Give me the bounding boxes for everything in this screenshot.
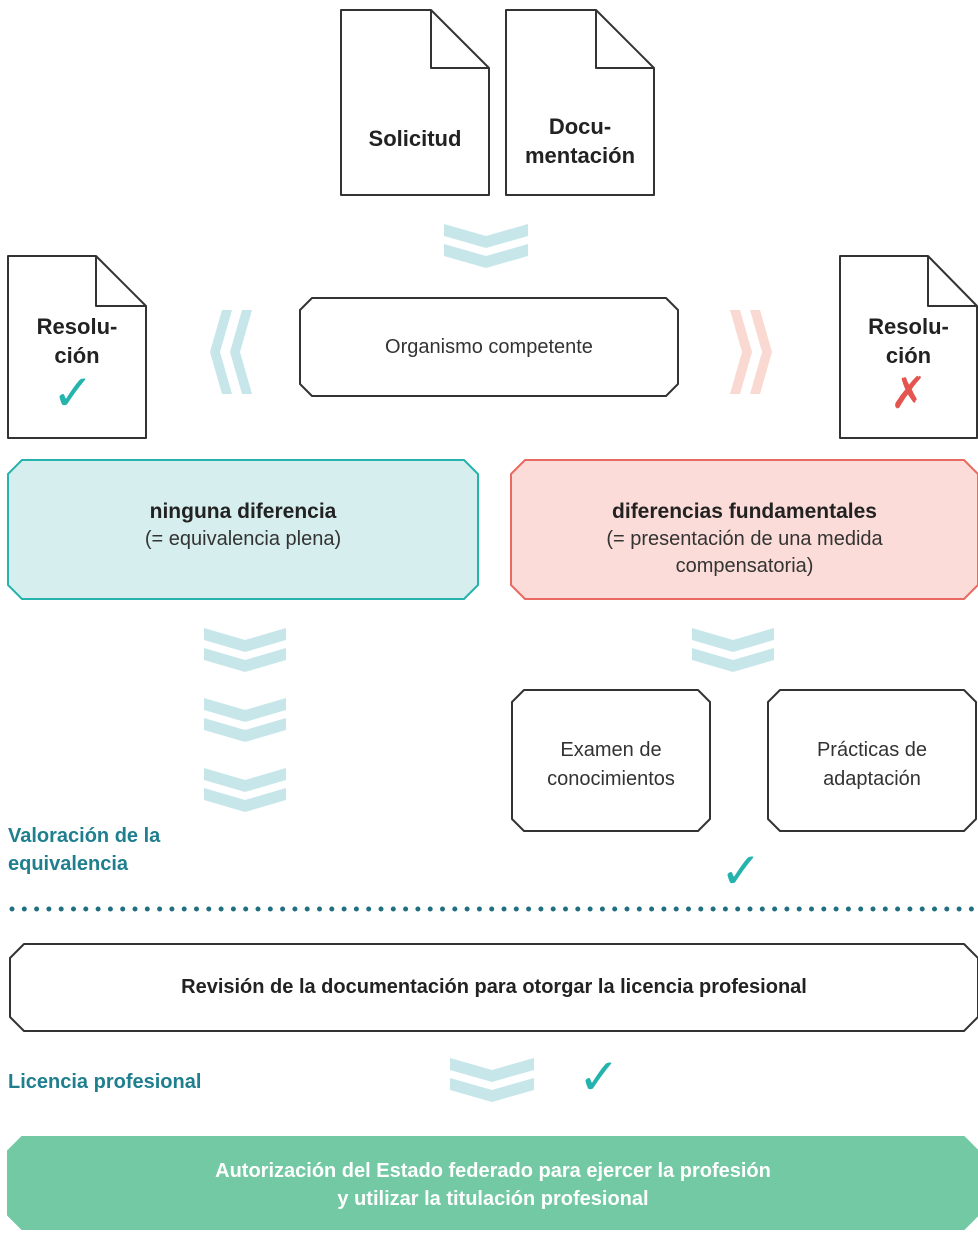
examen-label: Examen de conocimientos xyxy=(512,736,710,794)
check-icon: ✓ xyxy=(578,1048,620,1106)
arrow-down-icon xyxy=(692,628,774,672)
examen-line2: conocimientos xyxy=(547,768,675,790)
ninguna-label: ninguna diferencia (= equivalencia plena… xyxy=(8,498,478,553)
licencia-label: Licencia profesional xyxy=(8,1071,202,1093)
valoracion-line1: Valoración de la xyxy=(8,825,161,847)
resolucion-right-document-icon xyxy=(839,255,978,439)
arrow-down-icon xyxy=(204,768,286,812)
cross-icon: ✗ xyxy=(890,368,927,419)
check-icon: ✓ xyxy=(720,842,762,900)
ninguna-subtitle: (= equivalencia plena) xyxy=(144,528,342,550)
documentacion-label: Docu- mentación xyxy=(506,112,654,170)
valoracion-label: Valoración de la equivalencia xyxy=(8,822,160,878)
resolucion-left-document-icon xyxy=(7,255,147,439)
arrow-down-icon xyxy=(204,698,286,742)
documentacion-document-icon xyxy=(505,9,655,196)
autorizacion-line1: Autorización del Estado federado para ej… xyxy=(215,1160,771,1182)
arrow-down-icon xyxy=(444,224,528,268)
practicas-line2: adaptación xyxy=(823,768,921,790)
resolucion-left-line2: ción xyxy=(54,343,100,368)
organismo-label: Organismo competente xyxy=(300,298,678,396)
resolucion-right-line1: Resolu- xyxy=(868,314,949,339)
resolucion-left-label: Resolu- ción xyxy=(8,312,146,370)
examen-line1: Examen de xyxy=(560,739,662,761)
valoracion-line2: equivalencia xyxy=(8,853,129,875)
revision-box xyxy=(9,943,978,1032)
documentacion-line1: Docu- xyxy=(548,114,612,139)
documentacion-line2: mentación xyxy=(524,143,636,168)
solicitud-document-icon xyxy=(340,9,490,196)
diferencias-title: diferencias fundamentales xyxy=(612,500,877,523)
diferencias-subtitle-line2: compensatoria) xyxy=(675,555,814,577)
practicas-line1: Prácticas de xyxy=(816,739,928,761)
examen-box xyxy=(511,689,711,832)
autorizacion-label: Autorización del Estado federado para ej… xyxy=(8,1157,978,1213)
revision-text: Revisión de la documentación para otorga… xyxy=(181,976,807,998)
resolucion-left-line1: Resolu- xyxy=(36,314,118,339)
solicitud-text: Solicitud xyxy=(368,125,462,151)
resolucion-right-label: Resolu- ción xyxy=(840,312,977,370)
solicitud-label: Solicitud xyxy=(341,110,489,166)
practicas-label: Prácticas de adaptación xyxy=(768,736,976,794)
revision-label: Revisión de la documentación para otorga… xyxy=(10,944,978,1031)
ninguna-title: ninguna diferencia xyxy=(149,500,337,523)
diferencias-subtitle-line1: (= presentación de una medida xyxy=(606,528,883,550)
arrow-left-icon xyxy=(210,310,252,394)
arrow-down-icon xyxy=(204,628,286,672)
check-icon: ✓ xyxy=(52,364,94,422)
autorizacion-line2: y utilizar la titulación profesional xyxy=(337,1188,649,1210)
ninguna-diferencia-box xyxy=(7,459,479,600)
resolucion-right-line2: ción xyxy=(885,343,932,368)
diferencias-fundamentales-box xyxy=(510,459,978,600)
organismo-text: Organismo competente xyxy=(385,335,593,358)
organismo-box xyxy=(299,297,679,397)
diferencias-label: diferencias fundamentales (= presentació… xyxy=(511,498,978,580)
arrow-right-icon xyxy=(730,310,772,394)
arrow-down-icon xyxy=(450,1058,534,1102)
autorizacion-box xyxy=(7,1136,978,1230)
practicas-box xyxy=(767,689,977,832)
